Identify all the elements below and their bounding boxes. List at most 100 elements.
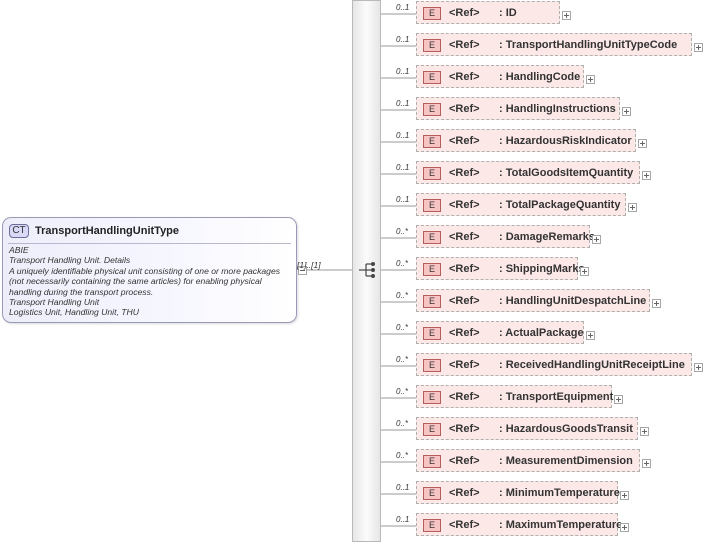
doc-line: (not necessarily containing the same art… bbox=[9, 276, 262, 287]
expand-button[interactable] bbox=[622, 107, 631, 116]
element-badge: E bbox=[423, 199, 441, 212]
expand-button[interactable] bbox=[642, 459, 651, 468]
element-name: : HazardousGoodsTransit bbox=[499, 423, 633, 435]
element-box[interactable]: E<Ref>: HandlingInstructions bbox=[416, 97, 620, 120]
element-ref-label: <Ref> bbox=[449, 71, 480, 83]
element-box[interactable]: E<Ref>: HandlingCode bbox=[416, 65, 584, 88]
element-badge: E bbox=[423, 167, 441, 180]
sequence-icon[interactable] bbox=[358, 262, 378, 278]
element-badge: E bbox=[423, 135, 441, 148]
element-name: : TotalPackageQuantity bbox=[499, 199, 621, 211]
expand-button[interactable] bbox=[652, 299, 661, 308]
expand-button[interactable] bbox=[592, 235, 601, 244]
element-box[interactable]: E <Ref> : DamageRemarks bbox=[416, 225, 595, 248]
element-ref-label: <Ref> bbox=[449, 39, 480, 51]
expand-button[interactable] bbox=[620, 491, 629, 500]
element-box[interactable]: E <Ref> : TransportEquipment bbox=[416, 385, 614, 408]
expand-button[interactable] bbox=[614, 395, 623, 404]
doc-line: handling during the transport process. bbox=[9, 286, 154, 297]
element-box[interactable]: E <Ref> : TransportHandlingUnitTypeCode bbox=[416, 33, 692, 56]
element-ref-label: <Ref> bbox=[449, 327, 480, 339]
element-badge: E bbox=[423, 231, 441, 244]
element-box[interactable]: E<Ref>: HandlingUnitDespatchLine bbox=[416, 289, 650, 312]
element-badge: E bbox=[423, 39, 441, 52]
complex-type-documentation: ABIE Transport Handling Unit. Details A … bbox=[9, 245, 297, 318]
element-box[interactable]: E <Ref> : ActualPackage bbox=[416, 321, 584, 344]
expand-button[interactable] bbox=[638, 139, 647, 148]
element-name: : HandlingInstructions bbox=[499, 103, 616, 115]
occurrence-label: 0..* bbox=[396, 291, 409, 300]
occurrence-label: 0..1 bbox=[396, 67, 410, 76]
element-box[interactable]: E<Ref>: ShippingMarks bbox=[416, 257, 585, 280]
element-name: : ShippingMarks bbox=[499, 263, 585, 275]
element-badge: E bbox=[423, 423, 441, 436]
element-name: : ActualPackage bbox=[499, 327, 584, 339]
element-box[interactable]: E <Ref> : TotalGoodsItemQuantity bbox=[416, 161, 640, 184]
element-badge: E bbox=[423, 327, 441, 340]
sequence-cardinality: [1]..[1] bbox=[297, 260, 321, 270]
element-badge: E bbox=[423, 71, 441, 84]
element-name: : TransportEquipment bbox=[499, 391, 614, 403]
expand-button[interactable] bbox=[694, 363, 703, 372]
element-name: : DamageRemarks bbox=[499, 231, 595, 243]
expand-button[interactable] bbox=[694, 43, 703, 52]
occurrence-label: 0..* bbox=[396, 355, 409, 364]
occurrence-label: 0..* bbox=[396, 387, 409, 396]
element-name: : MinimumTemperature bbox=[499, 487, 620, 499]
element-badge: E bbox=[423, 263, 441, 276]
element-badge: E bbox=[423, 391, 441, 404]
element-badge: E bbox=[423, 359, 441, 372]
collapse-button[interactable] bbox=[298, 266, 307, 275]
element-ref-label: <Ref> bbox=[449, 519, 480, 531]
element-badge: E bbox=[423, 519, 441, 532]
element-ref-label: <Ref> bbox=[449, 135, 480, 147]
element-name: : MaximumTemperature bbox=[499, 519, 623, 531]
expand-button[interactable] bbox=[642, 171, 651, 180]
element-box[interactable]: E<Ref>: HazardousRiskIndicator bbox=[416, 129, 636, 152]
complex-type-box[interactable]: CT TransportHandlingUnitType ABIE Transp… bbox=[2, 217, 297, 323]
element-name: : ReceivedHandlingUnitReceiptLine bbox=[499, 359, 685, 371]
element-name: : ID bbox=[499, 7, 517, 19]
element-ref-label: <Ref> bbox=[449, 167, 480, 179]
element-box[interactable]: E <Ref> : MaximumTemperature bbox=[416, 513, 622, 536]
element-ref-label: <Ref> bbox=[449, 103, 480, 115]
element-badge: E bbox=[423, 455, 441, 468]
element-box[interactable]: E<Ref>: MeasurementDimension bbox=[416, 449, 640, 472]
expand-button[interactable] bbox=[586, 75, 595, 84]
element-name: : TransportHandlingUnitTypeCode bbox=[499, 39, 678, 51]
element-name: : TotalGoodsItemQuantity bbox=[499, 167, 634, 179]
occurrence-label: 0..1 bbox=[396, 99, 410, 108]
element-ref-label: <Ref> bbox=[449, 7, 480, 19]
occurrence-label: 0..1 bbox=[396, 195, 410, 204]
complex-type-badge: CT bbox=[9, 224, 29, 238]
element-box[interactable]: E<Ref>: ReceivedHandlingUnitReceiptLine bbox=[416, 353, 692, 376]
element-box[interactable]: E <Ref> : ID bbox=[416, 1, 560, 24]
occurrence-label: 0..1 bbox=[396, 515, 410, 524]
element-ref-label: <Ref> bbox=[449, 391, 480, 403]
occurrence-label: 0..* bbox=[396, 227, 409, 236]
element-ref-label: <Ref> bbox=[449, 295, 480, 307]
expand-button[interactable] bbox=[640, 427, 649, 436]
doc-line: ABIE bbox=[9, 245, 29, 255]
element-box[interactable]: E<Ref>: TotalPackageQuantity bbox=[416, 193, 626, 216]
expand-button[interactable] bbox=[586, 331, 595, 340]
element-badge: E bbox=[423, 7, 441, 20]
element-ref-label: <Ref> bbox=[449, 231, 480, 243]
expand-button[interactable] bbox=[620, 523, 629, 532]
complex-type-name: TransportHandlingUnitType bbox=[35, 225, 180, 237]
expand-button[interactable] bbox=[562, 11, 571, 20]
element-ref-label: <Ref> bbox=[449, 455, 480, 467]
element-box[interactable]: E<Ref>: HazardousGoodsTransit bbox=[416, 417, 638, 440]
occurrence-label: 0..* bbox=[396, 323, 409, 332]
occurrence-label: 0..1 bbox=[396, 35, 410, 44]
doc-line: Transport Handling Unit. Details bbox=[9, 255, 131, 266]
element-box[interactable]: E<Ref>: MinimumTemperature bbox=[416, 481, 620, 504]
doc-line: Logistics Unit, Handling Unit, THU bbox=[9, 307, 139, 318]
element-badge: E bbox=[423, 295, 441, 308]
complex-type-header: CT TransportHandlingUnitType bbox=[9, 223, 179, 239]
expand-button[interactable] bbox=[628, 203, 637, 212]
expand-button[interactable] bbox=[580, 267, 589, 276]
occurrence-label: 0..* bbox=[396, 451, 409, 460]
occurrence-label: 0..1 bbox=[396, 483, 410, 492]
